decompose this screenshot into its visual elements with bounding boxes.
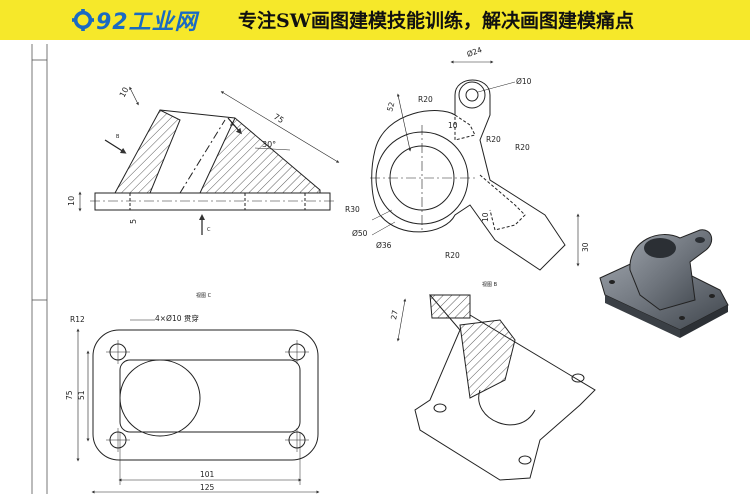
dim-top-r20-b: R20 (486, 135, 501, 144)
dim-c-r12: R12 (70, 315, 85, 324)
dim-top-52: 52 (385, 101, 396, 113)
dim-top-d10: Ø10 (516, 77, 532, 86)
view-b (396, 294, 596, 481)
view-b-title: 视图 B (482, 281, 498, 288)
marker-b: B (116, 134, 120, 140)
marker-c: C (207, 227, 211, 233)
dim-top-d50: Ø50 (352, 229, 368, 238)
view-c-labels: R12 4×Ø10 贯穿 75 51 101 125 (65, 313, 215, 492)
slogan: 专注SW画图建模技能训练，解决画图建模痛点 (238, 10, 635, 32)
dim-front-30deg: 30° (262, 140, 276, 149)
gear-icon (72, 9, 94, 31)
dim-c-51: 51 (77, 390, 86, 400)
top-view (370, 60, 580, 271)
dim-top-d36: Ø36 (376, 241, 392, 250)
dim-top-10-b: 10 (481, 212, 490, 222)
sheet-frame (31, 44, 48, 494)
dim-front-5: 5 (129, 219, 138, 224)
engineering-drawing: 10 75 30° 10 5 B A C Ø24 Ø10 52 R20 10 R… (31, 44, 729, 494)
view-c-holes (106, 340, 309, 452)
dim-top-r30: R30 (345, 205, 360, 214)
dim-top-r20-c: R20 (515, 143, 530, 152)
dim-c-125: 125 (200, 483, 215, 492)
logo-text: 92工业网 (96, 10, 198, 35)
view-c-title: 视图 C (196, 292, 212, 299)
dim-front-10-top: 10 (118, 86, 131, 99)
part-3d-render (599, 229, 729, 338)
dim-top-r20-a: R20 (418, 95, 433, 104)
view-c (76, 319, 320, 494)
header-banner: 92工业网 专注SW画图建模技能训练，解决画图建模痛点 (0, 0, 750, 40)
dim-c-101: 101 (200, 470, 215, 479)
dim-c-holes: 4×Ø10 贯穿 (155, 313, 199, 323)
dim-top-10-a: 10 (448, 121, 458, 130)
dim-c-75: 75 (65, 390, 74, 400)
brand-logo[interactable]: 92工业网 (72, 6, 198, 35)
marker-a: A (230, 122, 234, 128)
dim-top-d24: Ø24 (466, 45, 484, 59)
dim-b-27: 27 (389, 309, 400, 320)
dim-top-r20-d: R20 (445, 251, 460, 260)
dim-front-10-side: 10 (67, 196, 76, 206)
front-view-labels: 10 75 30° 10 5 B A C (67, 86, 285, 233)
front-view (78, 86, 340, 235)
dim-top-30: 30 (581, 242, 590, 252)
